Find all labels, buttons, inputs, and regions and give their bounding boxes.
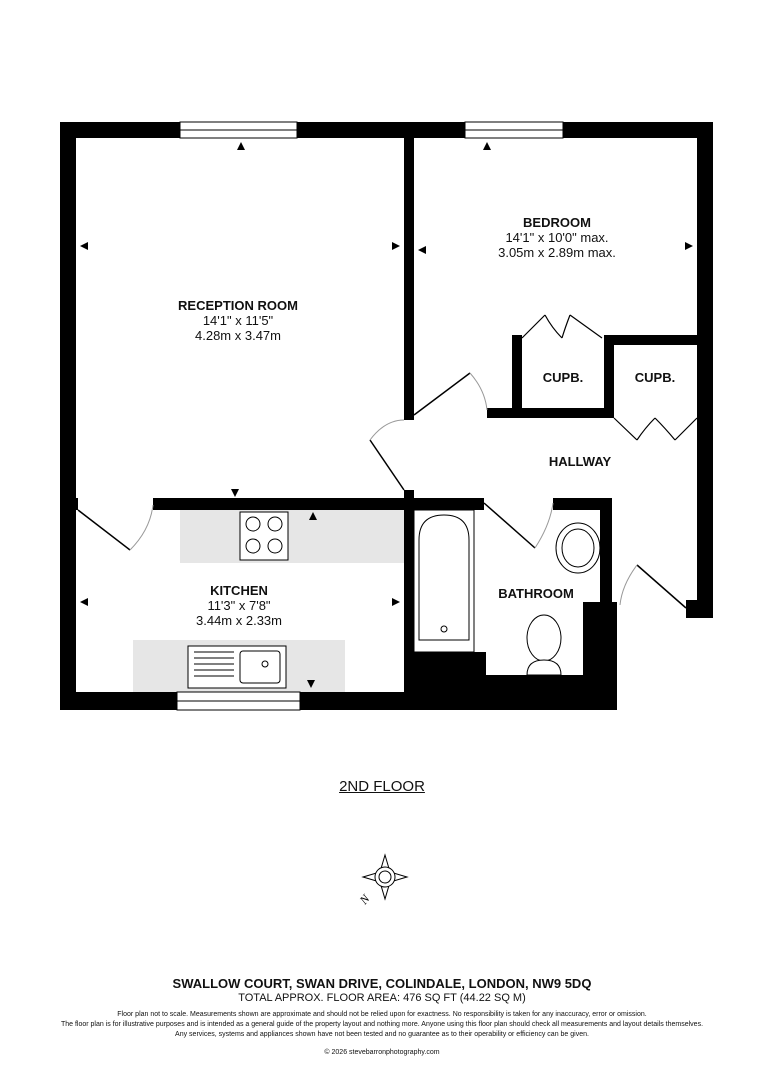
- disclaimer-line: The floor plan is for illustrative purpo…: [60, 1021, 704, 1028]
- basin-icon: [555, 522, 601, 574]
- room-label-hallway: HALLWAY: [548, 454, 612, 469]
- disclaimer-line: Floor plan not to scale. Measurements sh…: [117, 1011, 647, 1018]
- doors: [77, 314, 698, 609]
- room-label-reception: RECEPTION ROOM 14'1" x 11'5" 4.28m x 3.4…: [178, 298, 298, 343]
- room-size-imperial: 14'1" x 11'5": [202, 313, 274, 328]
- floor-area: TOTAL APPROX. FLOOR AREA: 476 SQ FT (44.…: [238, 992, 526, 1004]
- sink-icon: [187, 645, 287, 689]
- room-label-kitchen: KITCHEN 11'3" x 7'8" 3.44m x 2.33m: [196, 583, 282, 628]
- disclaimer-line: Any services, systems and appliances sho…: [175, 1031, 589, 1038]
- room-size-metric: 4.28m x 3.47m: [195, 328, 281, 343]
- room-size-metric: 3.44m x 2.33m: [196, 613, 282, 628]
- room-label-bathroom: BATHROOM: [498, 586, 574, 601]
- address: SWALLOW COURT, SWAN DRIVE, COLINDALE, LO…: [172, 976, 592, 991]
- room-name: KITCHEN: [210, 583, 268, 598]
- disclaimer: Floor plan not to scale. Measurements sh…: [0, 1010, 764, 1040]
- room-label-bedroom: BEDROOM 14'1" x 10'0" max. 3.05m x 2.89m…: [498, 215, 616, 260]
- room-size-imperial: 11'3" x 7'8": [207, 598, 271, 613]
- compass-letter: N: [356, 891, 373, 908]
- walls: [60, 122, 713, 710]
- floor-label: 2ND FLOOR: [339, 778, 425, 795]
- compass-icon: [361, 853, 409, 901]
- room-label-cupboard-2: CUPB.: [634, 370, 676, 385]
- bath-icon: [413, 509, 475, 653]
- room-size-imperial: 14'1" x 10'0" max.: [505, 230, 609, 245]
- dimension-markers: [80, 142, 693, 688]
- copyright: © 2026 stevebarronphotography.com: [324, 1049, 440, 1056]
- room-size-metric: 3.05m x 2.89m max.: [498, 245, 616, 260]
- toilet-icon: [526, 614, 562, 676]
- room-name: BEDROOM: [523, 215, 591, 230]
- room-label-cupboard-1: CUPB.: [542, 370, 584, 385]
- hob-icon: [239, 511, 289, 561]
- windows: [176, 121, 564, 711]
- room-name: RECEPTION ROOM: [178, 298, 298, 313]
